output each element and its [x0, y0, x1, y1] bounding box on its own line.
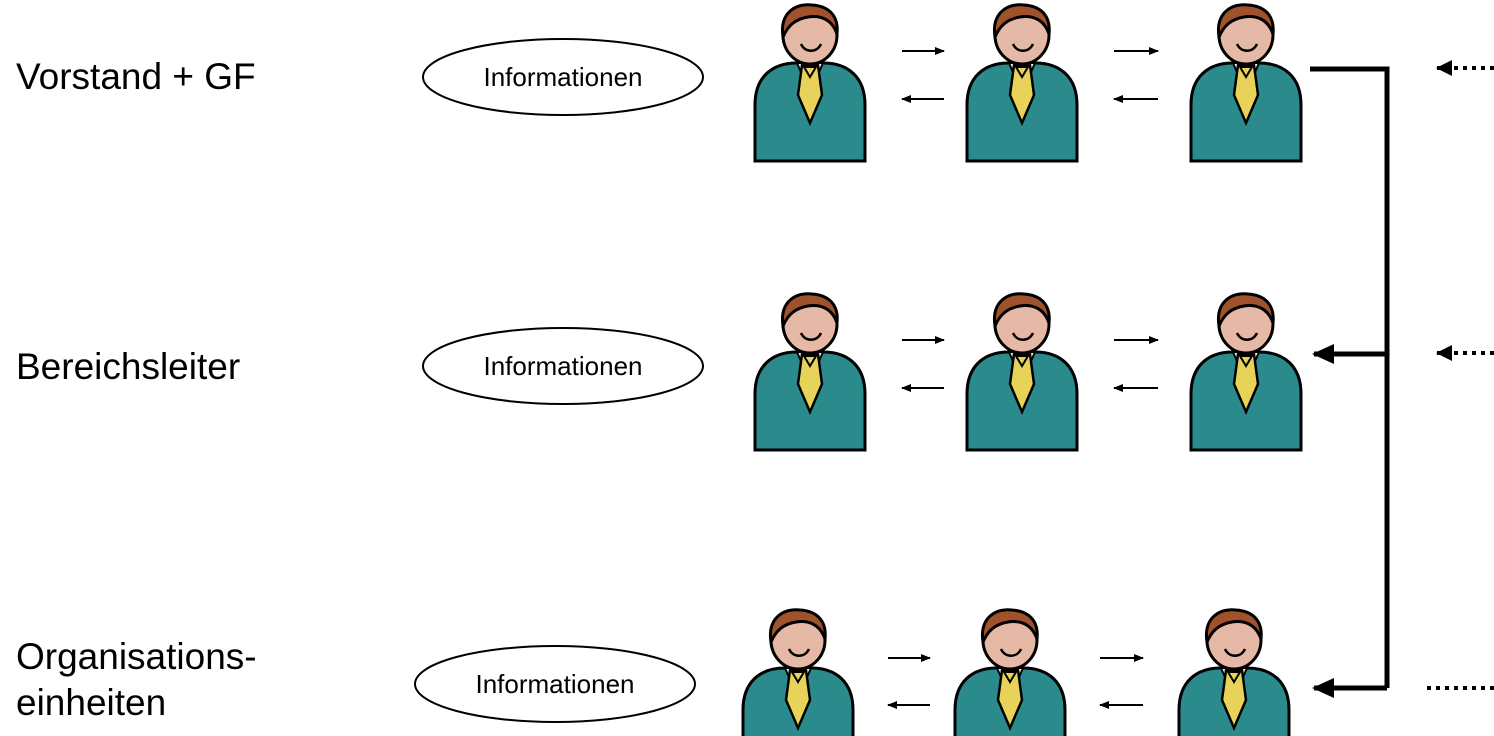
hierarchy-connector: [1310, 66, 1390, 698]
row-label-organisationseinheiten: Organisations- einheiten: [16, 634, 257, 726]
person-icon: [741, 608, 855, 736]
row-label-bereichsleiter: Bereichsleiter: [16, 346, 241, 387]
person-icon: [953, 608, 1067, 736]
person-icon: [753, 292, 867, 452]
info-text: Informationen: [476, 669, 635, 699]
person-icon: [1177, 608, 1291, 736]
row-label-vorstand: Vorstand + GF: [16, 56, 256, 97]
info-bubble: Informationen: [422, 38, 704, 116]
person-icon: [965, 292, 1079, 452]
info-bubble: Informationen: [414, 645, 696, 723]
person-icon: [753, 3, 867, 163]
info-text: Informationen: [484, 62, 643, 92]
row-label-line1: Organisations-: [16, 636, 257, 677]
person-icon: [1189, 292, 1303, 452]
info-bubble: Informationen: [422, 327, 704, 405]
person-icon: [1189, 3, 1303, 163]
info-text: Informationen: [484, 351, 643, 381]
person-icon: [965, 3, 1079, 163]
row-label-line2: einheiten: [16, 682, 167, 723]
